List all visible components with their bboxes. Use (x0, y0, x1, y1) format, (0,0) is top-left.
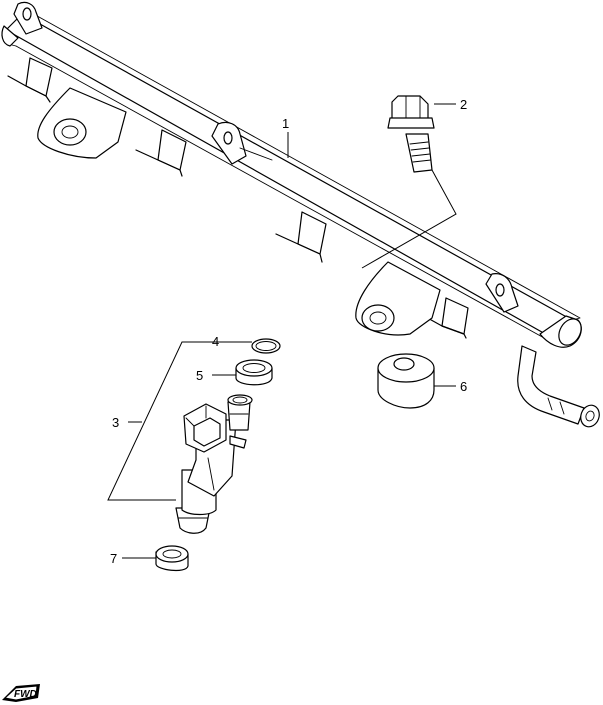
leader-lines (107, 103, 457, 559)
callout-3: 3 (112, 415, 119, 430)
o-ring (251, 338, 281, 354)
fuel-rail (1, 1, 600, 428)
rail-tab-left (13, 1, 43, 35)
rail-bracket-right (355, 261, 441, 336)
fuel-inlet-pipe (517, 345, 600, 428)
seal-ring (235, 359, 273, 386)
rail-cup-3 (275, 211, 327, 263)
injector-seal (155, 545, 189, 572)
rail-cup-2 (135, 129, 187, 177)
callout-4: 4 (212, 334, 219, 349)
rail-bracket-left (37, 87, 127, 159)
fwd-label: FWD (14, 689, 37, 700)
grommet (377, 353, 435, 409)
fwd-arrow-icon: FWD (2, 684, 40, 702)
rail-tab-center (211, 121, 273, 165)
callout-5: 5 (196, 368, 203, 383)
callout-6: 6 (460, 379, 467, 394)
rail-tab-right (485, 273, 519, 313)
callout-1: 1 (282, 116, 289, 131)
callout-2: 2 (460, 97, 467, 112)
rail-cup-4 (423, 297, 469, 339)
rail-cup-1 (7, 57, 53, 103)
fuel-injector (175, 394, 253, 534)
bolt (387, 95, 435, 173)
callout-7: 7 (110, 551, 117, 566)
